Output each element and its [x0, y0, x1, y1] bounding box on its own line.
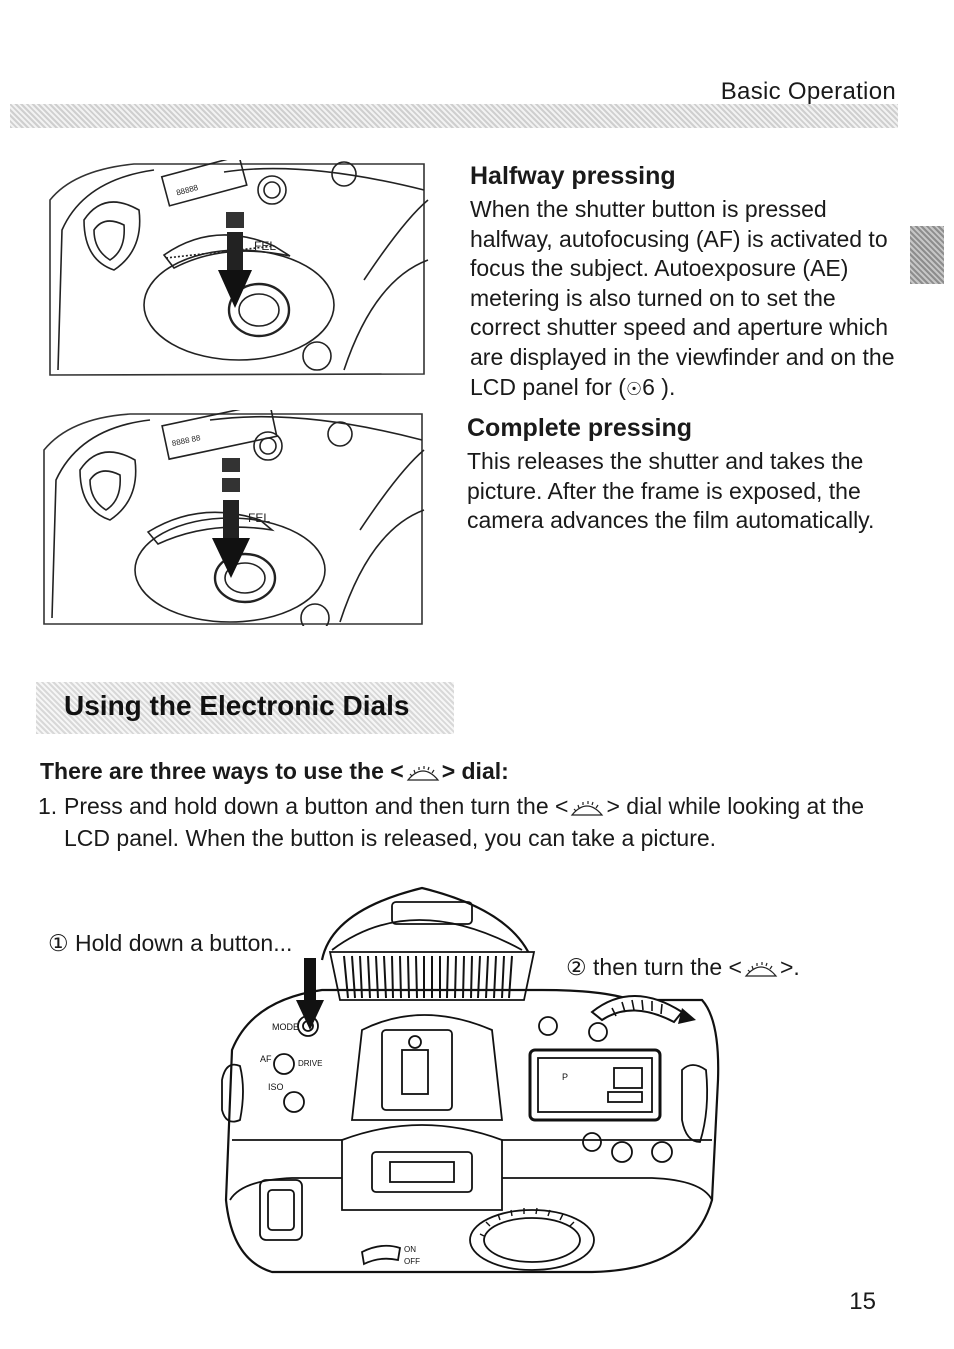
halfway-body: When the shutter button is pressed halfw…	[470, 196, 895, 400]
chapter-tab	[910, 226, 944, 284]
svg-text:8888 88: 8888 88	[171, 433, 202, 448]
lcd-p-label: P	[562, 1072, 568, 1082]
callout-turn-dial: ② then turn the < >.	[566, 954, 800, 981]
header-band	[10, 104, 898, 128]
halfway-press-illustration: 88888 FEL	[44, 160, 430, 376]
fel-label: FEL	[254, 239, 276, 253]
complete-title: Complete pressing	[467, 414, 693, 442]
complete-press-illustration: 8888 88 FEL	[40, 410, 426, 626]
step-1: 1. Press and hold down a button and then…	[38, 790, 898, 854]
section-title: Using the Electronic Dials	[64, 690, 410, 721]
main-dial-icon	[406, 765, 439, 781]
callout-2-text: then turn the <	[593, 954, 742, 980]
complete-body: This releases the shutter and takes the …	[467, 448, 875, 534]
callout-1-text: Hold down a button...	[75, 930, 293, 956]
main-dial-icon	[744, 961, 778, 977]
af-label: AF	[260, 1054, 272, 1064]
halfway-section: Halfway pressing When the shutter button…	[470, 162, 900, 404]
page-ref-number: 6	[642, 373, 655, 400]
page-ref-icon: ☉	[625, 378, 643, 399]
off-label: OFF	[404, 1257, 420, 1266]
callout-1-marker: ①	[48, 930, 69, 956]
camera-top-illustration: MODE AF DRIVE ISO P ON OFF	[212, 880, 728, 1280]
iso-label: ISO	[268, 1082, 284, 1092]
section-banner	[36, 682, 454, 734]
running-header: Basic Operation	[720, 78, 896, 105]
on-label: ON	[404, 1245, 416, 1254]
main-dial-icon	[571, 800, 604, 816]
step-number: 1.	[38, 793, 58, 819]
intro-heading: There are three ways to use the <> dial:	[40, 758, 509, 784]
step-text-1: Press and hold down a button and then tu…	[64, 793, 569, 819]
svg-text:88888: 88888	[175, 183, 199, 198]
mode-label: MODE	[272, 1022, 299, 1032]
page-number: 15	[849, 1288, 876, 1315]
complete-section: Complete pressing This releases the shut…	[467, 414, 897, 536]
callout-hold-button: ① Hold down a button...	[48, 930, 292, 957]
halfway-title: Halfway pressing	[470, 162, 676, 190]
callout-2-end: >.	[780, 954, 800, 980]
callout-2-marker: ②	[566, 954, 587, 980]
fel-label-2: FEL	[248, 511, 270, 525]
drive-label: DRIVE	[298, 1059, 322, 1068]
step-text-2: > dial while looking at the LCD panel. W…	[64, 793, 865, 851]
